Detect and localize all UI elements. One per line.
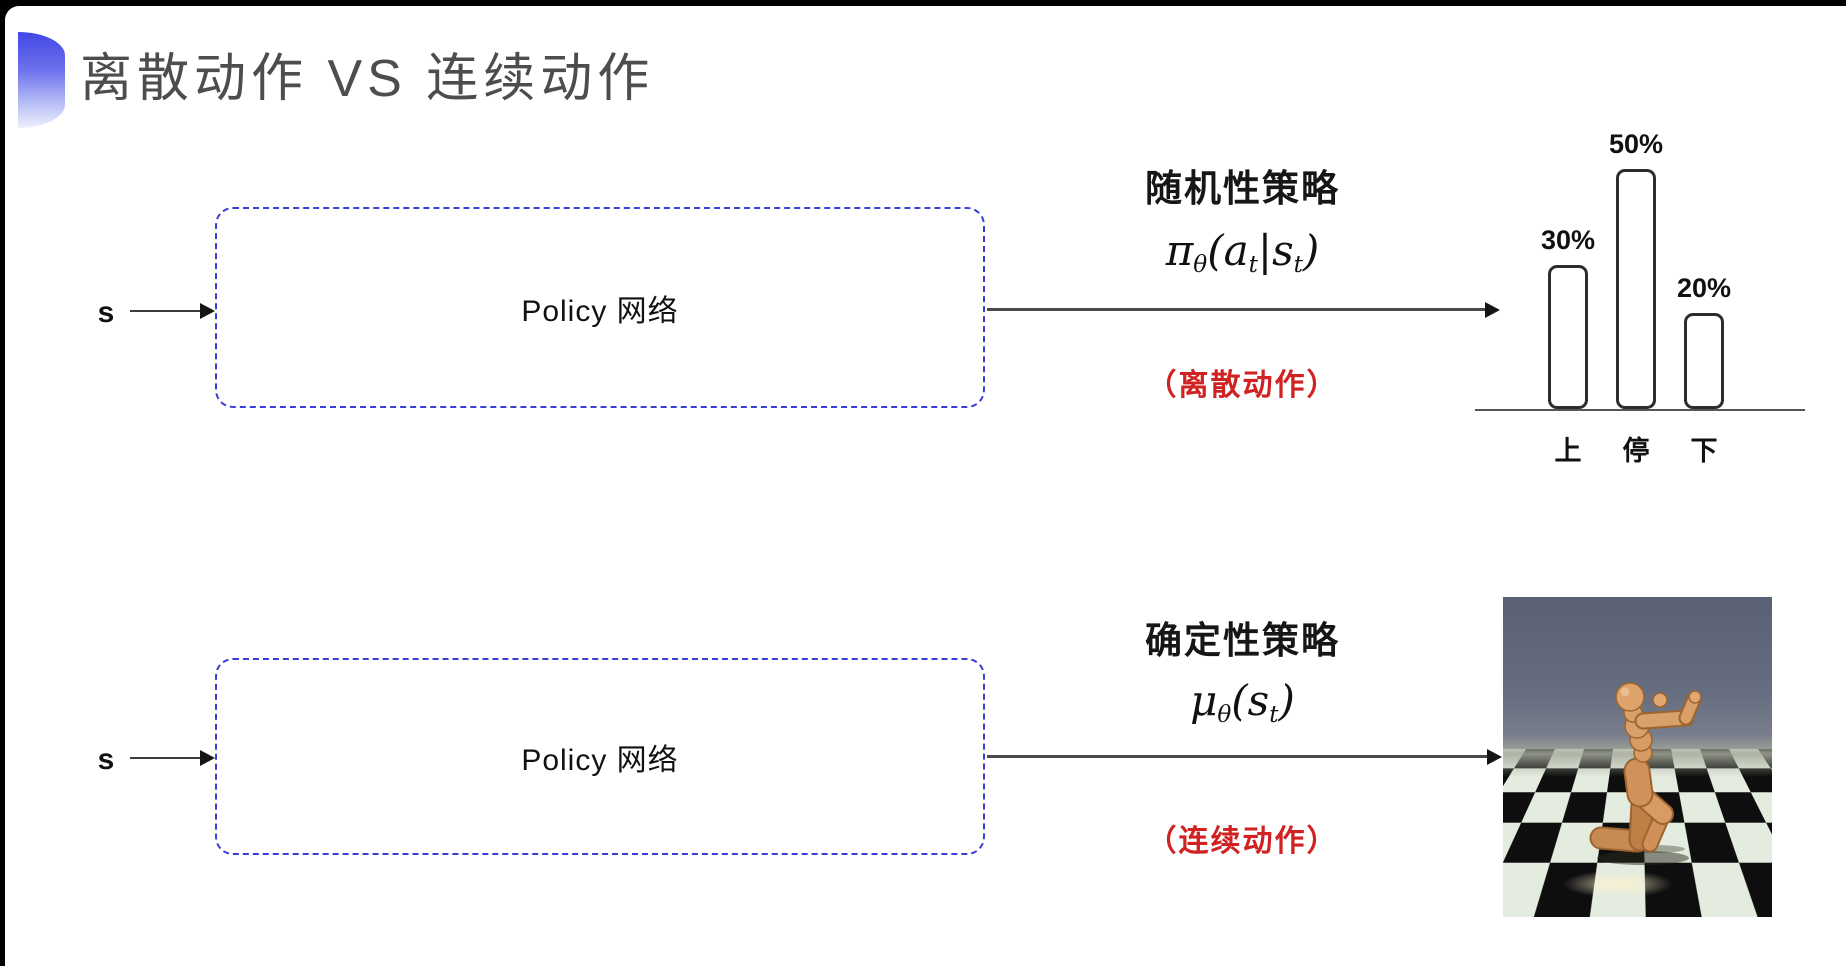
formula-token: | xyxy=(1257,226,1273,275)
formula-token: μ xyxy=(1190,676,1218,725)
slide-canvas: 离散动作 VS 连续动作 s Policy 网络 随机性策略 πθ(at|st)… xyxy=(5,6,1846,966)
formula-token: ) xyxy=(1302,226,1320,275)
discrete-action-note-block: （离散动作） xyxy=(1090,360,1395,404)
humanoid-figure xyxy=(1563,682,1702,898)
arrowhead-policy-to-output-top xyxy=(1485,302,1500,318)
state-input-label-bottom: s xyxy=(97,743,115,776)
arrow-state-to-policy-bottom xyxy=(130,757,202,759)
policy-network-label-bottom: Policy 网络 xyxy=(521,743,679,777)
continuous-action-note: （连续动作） xyxy=(1146,825,1339,858)
deterministic-policy-label: 确定性策略 xyxy=(1145,620,1340,661)
bar xyxy=(1616,169,1656,409)
deterministic-policy-title-block: 确定性策略 xyxy=(1090,610,1395,664)
slide-content: 离散动作 VS 连续动作 s Policy 网络 随机性策略 πθ(at|st)… xyxy=(5,6,1846,966)
bar-category-label: 下 xyxy=(1690,436,1718,466)
bar-value-label: 20% xyxy=(1676,273,1732,303)
stochastic-policy-title-block: 随机性策略 xyxy=(1090,158,1395,212)
formula-token: s xyxy=(1272,226,1294,275)
bar-category-label: 停 xyxy=(1622,436,1650,466)
arrow-policy-to-output-top xyxy=(987,308,1485,311)
arrowhead-policy-to-output-bottom xyxy=(1487,749,1502,765)
formula-token: θ xyxy=(1193,251,1208,278)
formula-token: ( xyxy=(1207,226,1224,275)
policy-network-label-top: Policy 网络 xyxy=(521,294,679,328)
formula-token: t xyxy=(1248,251,1258,278)
arrow-state-to-policy-top xyxy=(130,310,202,312)
stochastic-policy-formula: πθ(at|st) xyxy=(1090,226,1395,278)
bar-value-label: 30% xyxy=(1540,225,1596,255)
formula-token: π xyxy=(1165,226,1194,275)
stochastic-policy-label: 随机性策略 xyxy=(1145,168,1340,209)
bar xyxy=(1684,313,1724,409)
page-title: 离散动作 VS 连续动作 xyxy=(80,50,655,108)
arrowhead-state-to-policy-top xyxy=(200,303,215,319)
formula-token: s xyxy=(1247,676,1270,725)
arrowhead-state-to-policy-bottom xyxy=(200,750,215,766)
deterministic-policy-formula: μθ(st) xyxy=(1090,676,1395,728)
formula-token: t xyxy=(1293,251,1303,278)
formula-token: a xyxy=(1223,226,1249,275)
arrow-policy-to-output-bottom xyxy=(987,755,1487,758)
formula-token: ) xyxy=(1278,676,1295,725)
formula-token: θ xyxy=(1217,701,1232,728)
policy-network-box-bottom: Policy 网络 xyxy=(215,658,985,855)
policy-network-box-top: Policy 网络 xyxy=(215,207,985,408)
title-bullet-decoration xyxy=(18,32,65,128)
bar-category-label: 上 xyxy=(1554,436,1582,466)
formula-token: ( xyxy=(1231,676,1248,725)
bar xyxy=(1548,265,1588,409)
bar-value-label: 50% xyxy=(1608,129,1664,159)
continuous-action-note-block: （连续动作） xyxy=(1090,816,1395,860)
formula-token: t xyxy=(1269,701,1279,728)
humanoid-simulation-image xyxy=(1503,597,1772,917)
bar-chart-axis xyxy=(1475,409,1805,411)
state-input-label-top: s xyxy=(97,296,115,329)
discrete-action-note: （离散动作） xyxy=(1146,369,1339,402)
